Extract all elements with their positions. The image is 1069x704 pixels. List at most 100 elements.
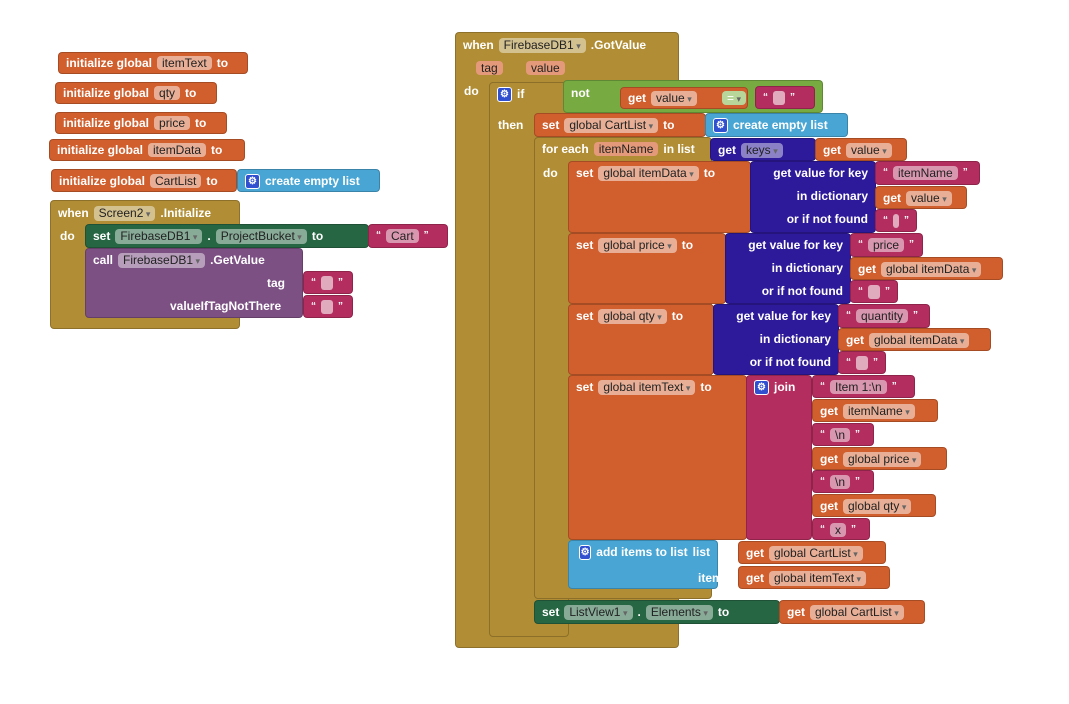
label: not <box>571 86 590 100</box>
var-dropdown[interactable]: global qty <box>598 309 667 324</box>
gear-icon[interactable]: ⚙ <box>754 380 769 395</box>
text-block-newline[interactable]: “\n” <box>812 423 874 446</box>
compare-operator-dropdown[interactable]: = <box>722 91 747 105</box>
gear-icon[interactable]: ⚙ <box>579 545 592 560</box>
text-value[interactable]: itemName <box>893 166 958 180</box>
text-value[interactable]: x <box>830 523 846 537</box>
empty-text[interactable] <box>868 285 880 299</box>
var-name[interactable]: itemText <box>157 56 212 70</box>
var-dropdown[interactable]: value <box>906 191 952 206</box>
var-dropdown[interactable]: itemName <box>843 404 915 419</box>
var-dropdown[interactable]: global itemText <box>598 380 696 395</box>
var-dropdown[interactable]: global CartList <box>769 546 863 561</box>
text-value[interactable]: quantity <box>856 309 909 323</box>
empty-text-block[interactable]: “” <box>755 86 815 109</box>
gear-icon[interactable]: ⚙ <box>245 174 260 189</box>
empty-text[interactable] <box>321 276 333 290</box>
create-empty-list-block[interactable]: ⚙create empty list <box>705 113 848 137</box>
text-block-price[interactable]: “price” <box>850 233 923 257</box>
text-block-item1[interactable]: “Item 1:\n” <box>812 375 915 398</box>
property-dropdown[interactable]: Elements <box>645 605 713 620</box>
text-value[interactable]: price <box>868 238 905 252</box>
component-dropdown[interactable]: ListView1 <box>564 605 633 620</box>
gear-icon[interactable]: ⚙ <box>713 118 728 133</box>
create-empty-list-block[interactable]: ⚙create empty list <box>237 169 380 192</box>
var-name[interactable]: CartList <box>150 174 202 188</box>
empty-text-block[interactable]: “” <box>875 209 917 232</box>
text-value[interactable]: Cart <box>386 229 419 243</box>
var-dropdown[interactable]: global CartList <box>564 118 659 133</box>
var-dropdown[interactable]: global itemData <box>881 262 982 277</box>
empty-text-block[interactable]: “” <box>850 280 898 303</box>
var-dropdown[interactable]: value <box>846 143 892 158</box>
property-dropdown[interactable]: ProjectBucket <box>215 229 307 244</box>
quote: “ <box>376 230 381 241</box>
var-name[interactable]: price <box>154 116 191 130</box>
var-name[interactable]: itemData <box>148 143 207 157</box>
var-dropdown[interactable]: global CartList <box>810 605 904 620</box>
text-value[interactable]: \n <box>830 428 851 442</box>
empty-text-block[interactable]: “” <box>838 351 886 374</box>
text-block-newline[interactable]: “\n” <box>812 470 874 493</box>
text-value[interactable]: \n <box>830 475 851 489</box>
empty-text-block[interactable]: “” <box>303 271 353 294</box>
empty-text[interactable] <box>773 91 785 105</box>
var-dropdown[interactable]: global price <box>843 452 922 467</box>
var-dropdown[interactable]: global qty <box>843 499 912 514</box>
text-block-x[interactable]: “x” <box>812 518 870 540</box>
param-tag[interactable]: tag <box>476 61 503 75</box>
component-dropdown[interactable]: Screen2 <box>93 206 156 221</box>
var-dropdown[interactable]: global itemText <box>769 571 867 586</box>
component-dropdown[interactable]: FirebaseDB1 <box>115 229 203 244</box>
var-dropdown[interactable]: global price <box>598 238 677 253</box>
component-dropdown[interactable]: FirebaseDB1 <box>498 38 586 53</box>
component-dropdown[interactable]: FirebaseDB1 <box>118 253 206 268</box>
text-block-cart[interactable]: “Cart” <box>368 224 448 248</box>
var-dropdown[interactable]: global itemData <box>598 166 699 181</box>
var-dropdown[interactable]: global itemData <box>869 333 970 348</box>
text-block-quantity[interactable]: “quantity” <box>838 304 930 328</box>
join-block[interactable]: ⚙join <box>746 375 812 540</box>
text-block-itemname[interactable]: “itemName” <box>875 161 980 185</box>
text-value[interactable]: Item 1:\n <box>830 380 887 394</box>
empty-text[interactable] <box>321 300 333 314</box>
loop-var[interactable]: itemName <box>593 142 659 156</box>
param-value[interactable]: value <box>526 61 565 75</box>
keys-dropdown[interactable]: keys <box>741 143 783 158</box>
empty-text[interactable] <box>893 214 899 228</box>
gear-icon[interactable]: ⚙ <box>497 87 512 102</box>
var-name[interactable]: qty <box>154 86 181 100</box>
empty-text[interactable] <box>856 356 868 370</box>
empty-text-block[interactable]: “” <box>303 295 353 318</box>
var-dropdown[interactable]: value <box>651 91 697 106</box>
